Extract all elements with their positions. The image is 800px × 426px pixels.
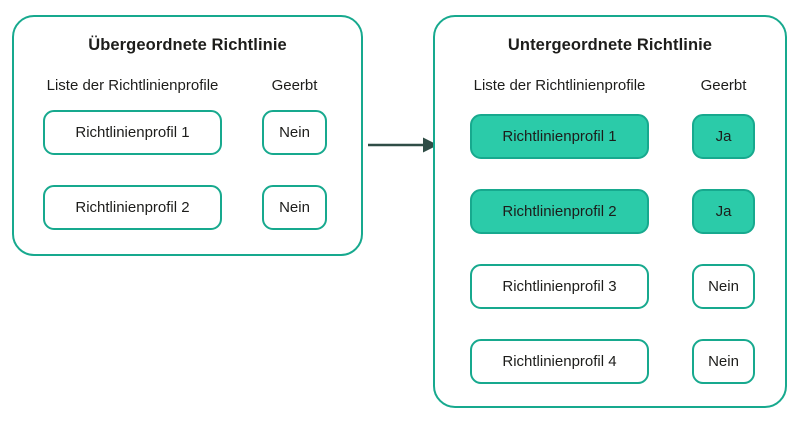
child-policy-title: Untergeordnete Richtlinie: [507, 36, 713, 54]
child-profile-4-box: Richtlinienprofil 4: [470, 339, 649, 384]
child-inherited-column-header: Geerbt: [700, 77, 747, 94]
child-profile-1-inherited-badge: Ja: [692, 114, 755, 159]
child-profile-3-box: Richtlinienprofil 3: [470, 264, 649, 309]
child-profile-2-inherited-badge: Ja: [692, 189, 755, 234]
parent-inherited-column-header: Geerbt: [271, 77, 318, 94]
inheritance-arrow-icon: [365, 131, 439, 159]
parent-profiles-column-header: Liste der Richtlinienprofile: [46, 77, 219, 94]
parent-profile-2-box: Richtlinienprofil 2: [43, 185, 222, 230]
parent-policy-panel: Übergeordnete Richtlinie Liste der Richt…: [12, 15, 363, 256]
parent-profile-1-inherited-badge: Nein: [262, 110, 327, 155]
child-profiles-column-header: Liste der Richtlinienprofile: [473, 77, 646, 94]
child-profile-4-inherited-badge: Nein: [692, 339, 755, 384]
child-profile-3-inherited-badge: Nein: [692, 264, 755, 309]
child-profile-2-box: Richtlinienprofil 2: [470, 189, 649, 234]
parent-policy-title: Übergeordnete Richtlinie: [88, 36, 287, 54]
parent-profile-1-box: Richtlinienprofil 1: [43, 110, 222, 155]
child-policy-panel: Untergeordnete Richtlinie Liste der Rich…: [433, 15, 787, 408]
child-profile-1-box: Richtlinienprofil 1: [470, 114, 649, 159]
parent-profile-2-inherited-badge: Nein: [262, 185, 327, 230]
